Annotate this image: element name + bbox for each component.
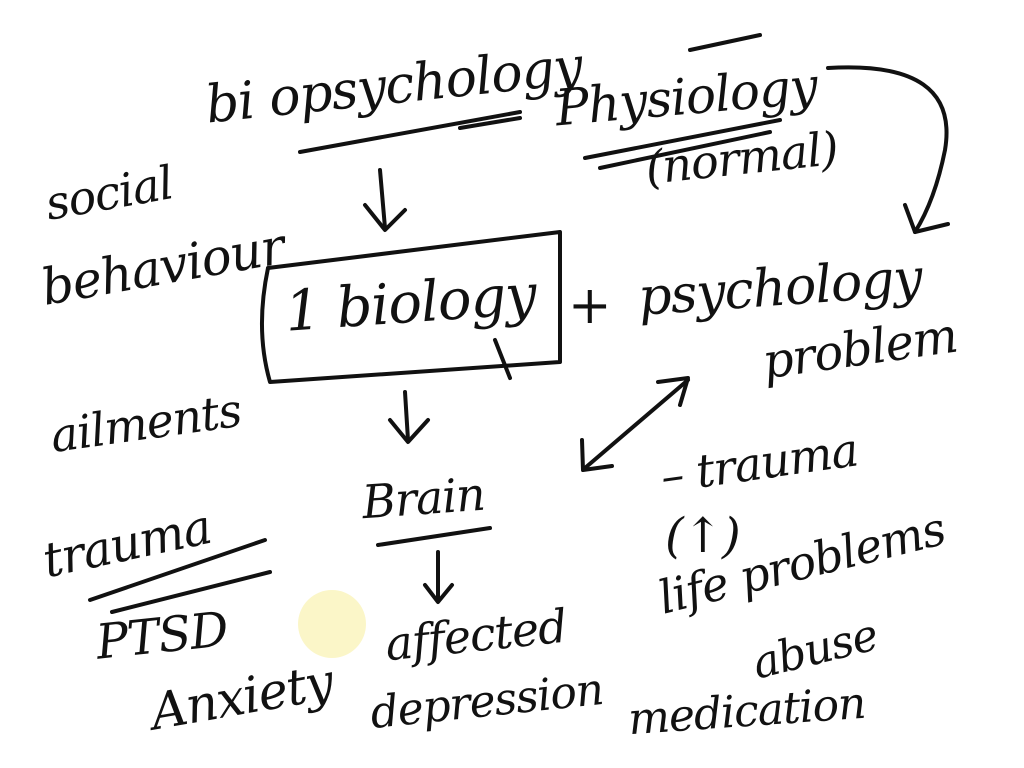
double-arrow-head-top <box>656 376 690 407</box>
box-tick <box>493 338 512 380</box>
curved-arrow-right-head <box>903 203 950 234</box>
biology-box <box>259 230 562 384</box>
label-up-arrow: (↑) <box>665 508 741 564</box>
underline-biopsychology <box>298 110 522 154</box>
double-arrow-head-bottom <box>580 438 614 472</box>
label-brain: Brain <box>360 466 487 530</box>
underline-trauma-1 <box>88 538 267 602</box>
double-arrow <box>583 378 690 470</box>
underline-trauma-2 <box>110 570 272 614</box>
physiology-tick <box>688 33 762 52</box>
down-arrow-biopsychology <box>378 168 387 230</box>
label-ptsd: PTSD <box>93 601 231 671</box>
down-arrow-affected-head <box>423 583 454 604</box>
down-arrow-brain <box>403 390 410 442</box>
curved-arrow-right <box>826 65 949 234</box>
underline-physiology-2 <box>598 130 772 170</box>
cursor-highlight <box>298 590 366 658</box>
strike-biopsychology <box>458 116 522 130</box>
down-arrow-brain-head <box>388 418 430 444</box>
underline-brain <box>376 526 492 547</box>
label-biology: 1 biology <box>283 262 538 345</box>
underline-physiology-1 <box>583 118 782 160</box>
label-plus: + <box>568 276 612 336</box>
down-arrow-biopsychology-head <box>363 203 407 232</box>
